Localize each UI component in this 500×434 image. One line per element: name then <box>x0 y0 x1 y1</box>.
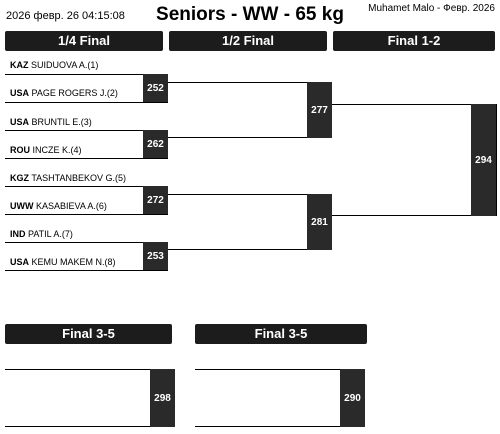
bracket-line <box>5 74 168 75</box>
athlete-name: PATIL A.(7) <box>28 229 73 239</box>
athlete-name: BRUNTIL E.(3) <box>31 117 92 127</box>
bout-290[interactable]: 290 <box>340 369 365 427</box>
bracket-line <box>5 242 168 243</box>
athlete-name: SUIDUOVA A.(1) <box>31 60 99 70</box>
round-header-semifinal: 1/2 Final <box>169 31 327 51</box>
athlete-name: TASHTANBEKOV G.(5) <box>31 173 127 183</box>
bout-262[interactable]: 262 <box>143 130 168 158</box>
event-datetime: 2026 февр. 26 04:15:08 <box>6 10 125 22</box>
athlete-name: PAGE ROGERS J.(2) <box>31 88 118 98</box>
athlete-country: USA <box>10 257 30 267</box>
athlete-6[interactable]: UWW KASABIEVA A.(6) <box>10 201 107 211</box>
athlete-1[interactable]: KAZ SUIDUOVA A.(1) <box>10 60 98 70</box>
bracket-line <box>5 270 168 271</box>
bracket-line <box>496 104 497 216</box>
bracket-line <box>168 137 332 138</box>
bracket-line <box>168 82 332 83</box>
bout-281[interactable]: 281 <box>307 194 332 250</box>
bronze-header-2: Final 3-5 <box>195 324 367 344</box>
bracket-line <box>5 158 168 159</box>
athlete-country: IND <box>10 229 26 239</box>
bracket-line <box>5 214 168 215</box>
bracket-line <box>5 426 175 427</box>
athlete-name: INCZE K.(4) <box>32 145 82 155</box>
bout-277[interactable]: 277 <box>307 82 332 138</box>
bracket-line <box>168 194 332 195</box>
athlete-country: KGZ <box>10 173 29 183</box>
round-header-quarterfinal: 1/4 Final <box>5 31 163 51</box>
bout-298[interactable]: 298 <box>150 369 175 427</box>
athlete-3[interactable]: USA BRUNTIL E.(3) <box>10 117 92 127</box>
bout-252[interactable]: 252 <box>143 74 168 102</box>
bracket-line <box>168 249 332 250</box>
athlete-country: USA <box>10 117 30 127</box>
athlete-7[interactable]: IND PATIL A.(7) <box>10 229 73 239</box>
page-title: Seniors - WW - 65 kg <box>156 4 344 25</box>
bracket-line <box>195 426 365 427</box>
round-header-final: Final 1-2 <box>333 31 495 51</box>
athlete-country: KAZ <box>10 60 29 70</box>
athlete-country: USA <box>10 88 30 98</box>
bracket-line <box>5 130 168 131</box>
athlete-8[interactable]: USA KEMU MAKEM N.(8) <box>10 257 116 267</box>
athlete-5[interactable]: KGZ TASHTANBEKOV G.(5) <box>10 173 126 183</box>
bracket-line <box>332 104 497 105</box>
bout-272[interactable]: 272 <box>143 186 168 214</box>
athlete-4[interactable]: ROU INCZE K.(4) <box>10 145 82 155</box>
bout-253[interactable]: 253 <box>143 242 168 270</box>
bracket-line <box>332 215 497 216</box>
credit-text: Muhamet Malo - Февр. 2026 <box>368 3 495 14</box>
bracket-line <box>5 102 168 103</box>
athlete-name: KASABIEVA A.(6) <box>36 201 107 211</box>
athlete-name: KEMU MAKEM N.(8) <box>31 257 116 267</box>
bracket-line <box>5 369 175 370</box>
athlete-country: ROU <box>10 145 30 155</box>
athlete-country: UWW <box>10 201 34 211</box>
bracket-line <box>195 369 365 370</box>
bronze-header-1: Final 3-5 <box>5 324 172 344</box>
bracket-line <box>5 186 168 187</box>
bout-294[interactable]: 294 <box>471 104 496 216</box>
athlete-2[interactable]: USA PAGE ROGERS J.(2) <box>10 88 118 98</box>
